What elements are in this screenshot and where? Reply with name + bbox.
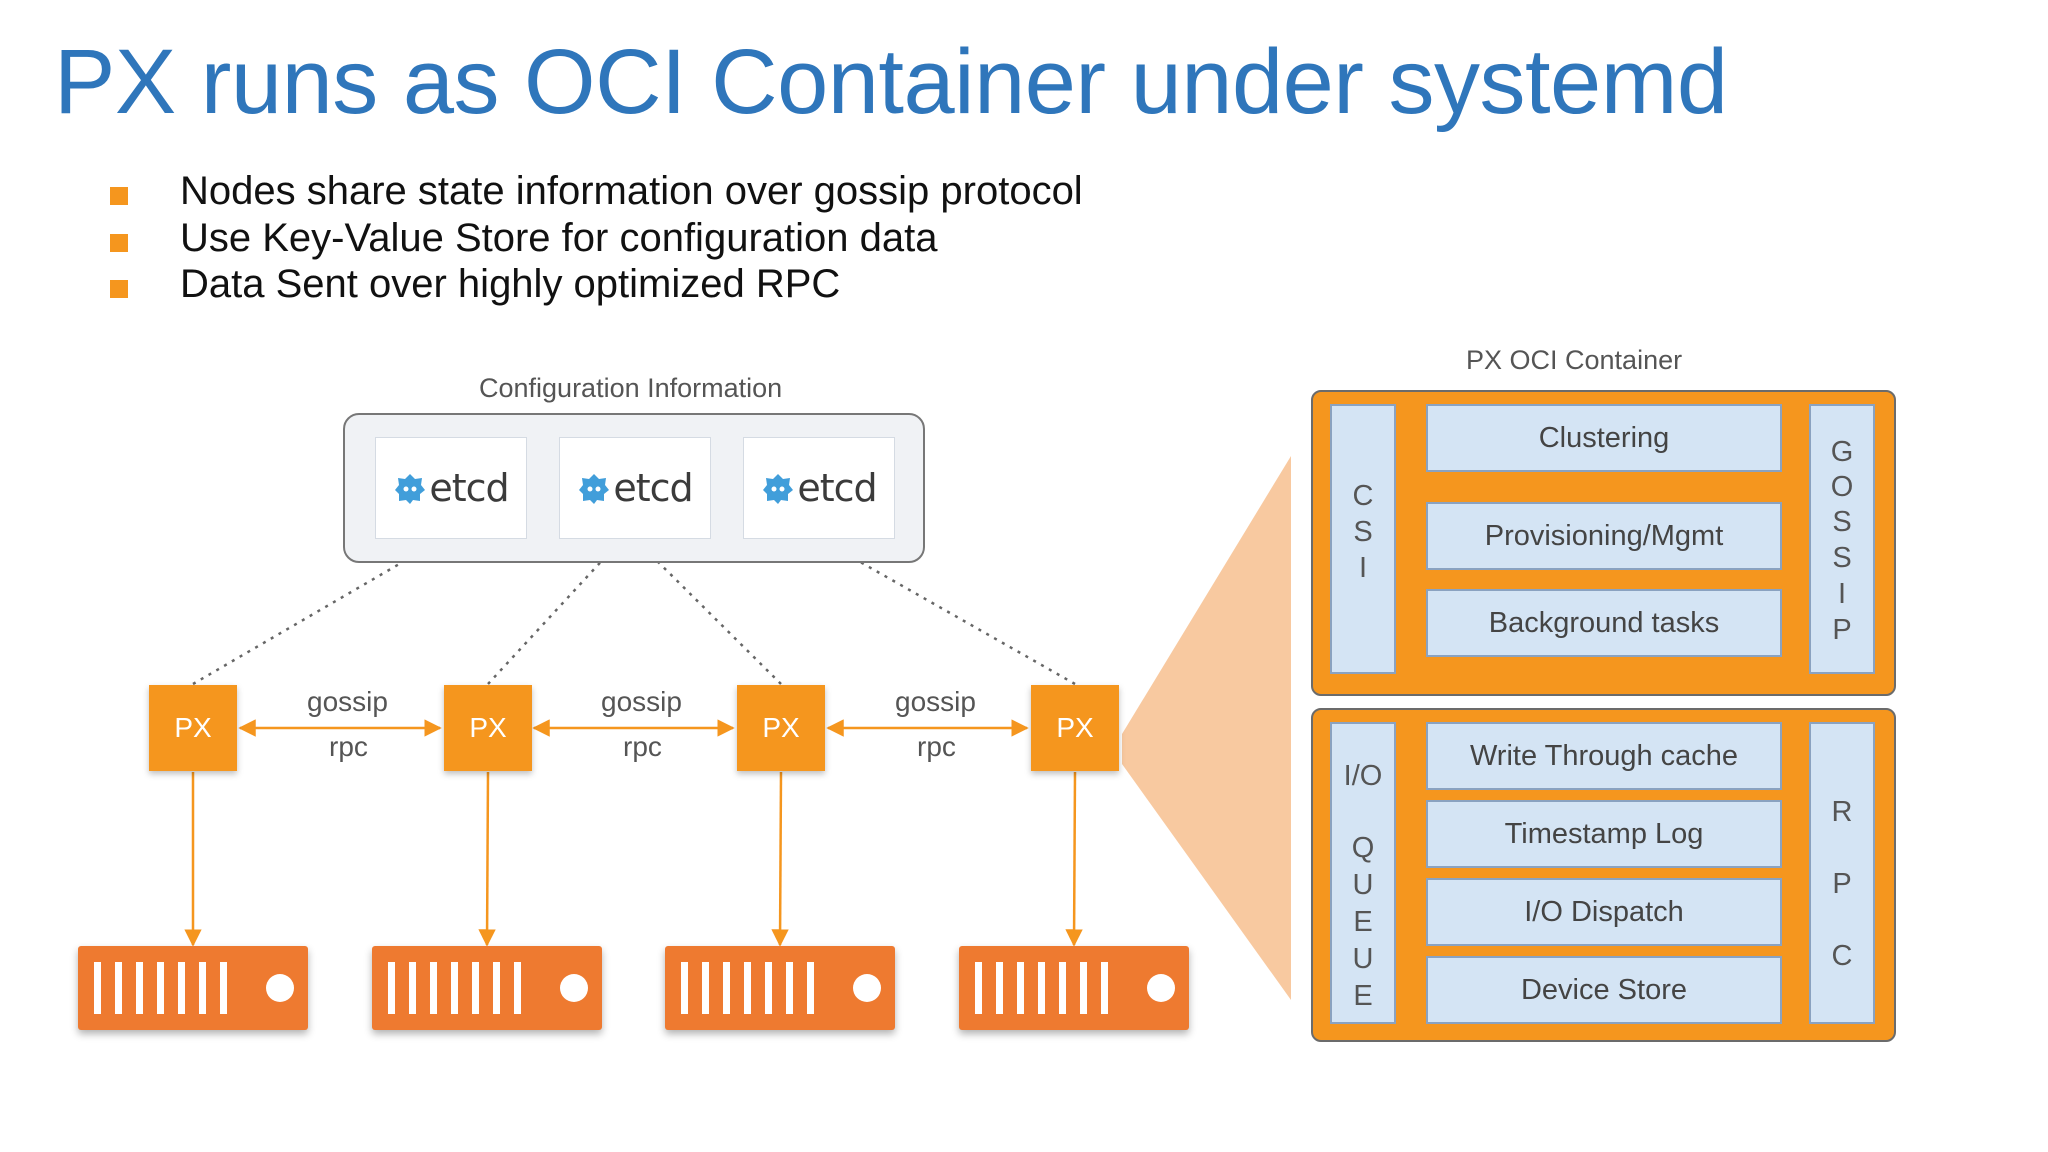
gossip-label: gossip — [307, 686, 388, 717]
px-node: PX — [737, 685, 825, 771]
storage-drive-icon — [372, 946, 602, 1030]
slide-title: PX runs as OCI Container under systemd — [54, 31, 1728, 133]
etcd-logo-icon — [579, 474, 610, 504]
rpc-label: rpc — [329, 731, 368, 762]
oci-data-plane: I/O Q U E U E Write Through cache Timest… — [1311, 708, 1896, 1042]
etcd-text: etcd — [613, 466, 693, 510]
bullet-item: Nodes share state information over gossi… — [108, 168, 1083, 215]
component-io-dispatch: I/O Dispatch — [1426, 878, 1782, 946]
bullet-item: Use Key-Value Store for configuration da… — [108, 215, 1083, 262]
etcd-cluster-box: etcd etcd etcd — [343, 413, 925, 563]
csi-column: C S I — [1330, 404, 1396, 674]
component-device-store: Device Store — [1426, 956, 1782, 1024]
px-node: PX — [149, 685, 237, 771]
storage-drive-icon — [959, 946, 1189, 1030]
bullet-square-icon — [110, 233, 128, 252]
bullet-item: Data Sent over highly optimized RPC — [108, 261, 1083, 308]
component-write-through-cache: Write Through cache — [1426, 722, 1782, 790]
etcd-node: etcd — [559, 437, 711, 539]
etcd-node: etcd — [743, 437, 895, 539]
storage-drive-icon — [665, 946, 895, 1030]
bullet-square-icon — [110, 187, 128, 205]
storage-drive-icon — [78, 946, 308, 1030]
disk-arrow — [1065, 771, 1083, 947]
bullet-square-icon — [110, 280, 128, 298]
etcd-logo-icon — [395, 474, 426, 504]
etcd-logo-icon — [763, 474, 794, 504]
rpc-column: R P C — [1809, 722, 1875, 1024]
oci-container-label: PX OCI Container — [1466, 345, 1683, 375]
rpc-label: rpc — [623, 731, 662, 762]
gossip-label: gossip — [601, 686, 682, 717]
config-info-label: Configuration Information — [479, 373, 783, 403]
gossip-label: gossip — [895, 686, 976, 717]
component-timestamp-log: Timestamp Log — [1426, 800, 1782, 868]
gossip-column: G O S S I P — [1809, 404, 1875, 674]
rpc-label: rpc — [917, 731, 956, 762]
component-background-tasks: Background tasks — [1426, 589, 1782, 657]
disk-arrow — [478, 771, 496, 947]
etcd-text: etcd — [797, 466, 877, 510]
component-clustering: Clustering — [1426, 404, 1782, 472]
etcd-link — [192, 536, 446, 686]
etcd-link — [487, 538, 623, 685]
component-provisioning: Provisioning/Mgmt — [1426, 502, 1782, 570]
px-node: PX — [444, 685, 532, 771]
px-node: PX — [1031, 685, 1119, 771]
io-queue-column: I/O Q U E U E — [1330, 722, 1396, 1024]
etcd-text: etcd — [429, 466, 509, 510]
bullet-list: Nodes share state information over gossi… — [108, 168, 1083, 308]
zoom-wedge — [1122, 456, 1291, 1000]
disk-arrow — [771, 771, 789, 947]
etcd-node: etcd — [375, 437, 527, 539]
oci-control-plane: C S I Clustering Provisioning/Mgmt Backg… — [1311, 390, 1896, 696]
